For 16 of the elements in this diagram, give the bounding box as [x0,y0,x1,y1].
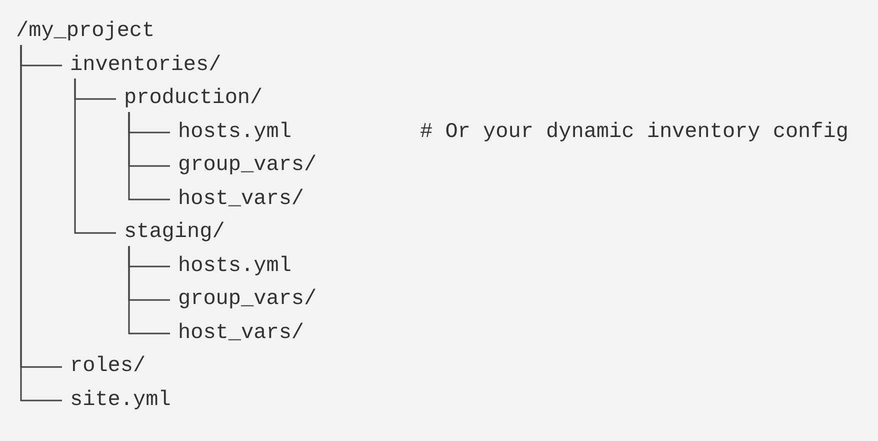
code-comment: # Or your dynamic inventory config [420,120,848,144]
file-name: hosts.yml [178,120,292,144]
tree-connector [128,112,170,200]
folder-name: roles/ [70,355,146,379]
folder-name: host_vars/ [178,188,304,212]
folder-name: production/ [124,87,263,111]
folder-name: group_vars/ [178,288,317,312]
file-name: hosts.yml [178,254,292,278]
file-name: site.yml [70,388,171,412]
file-name: /my_project [16,20,155,44]
folder-name: group_vars/ [178,154,317,178]
folder-name: host_vars/ [178,322,304,346]
tree-connector [128,246,170,334]
folder-name: staging/ [124,221,225,245]
folder-name: inventories/ [70,54,222,78]
tree-connector [74,78,116,234]
